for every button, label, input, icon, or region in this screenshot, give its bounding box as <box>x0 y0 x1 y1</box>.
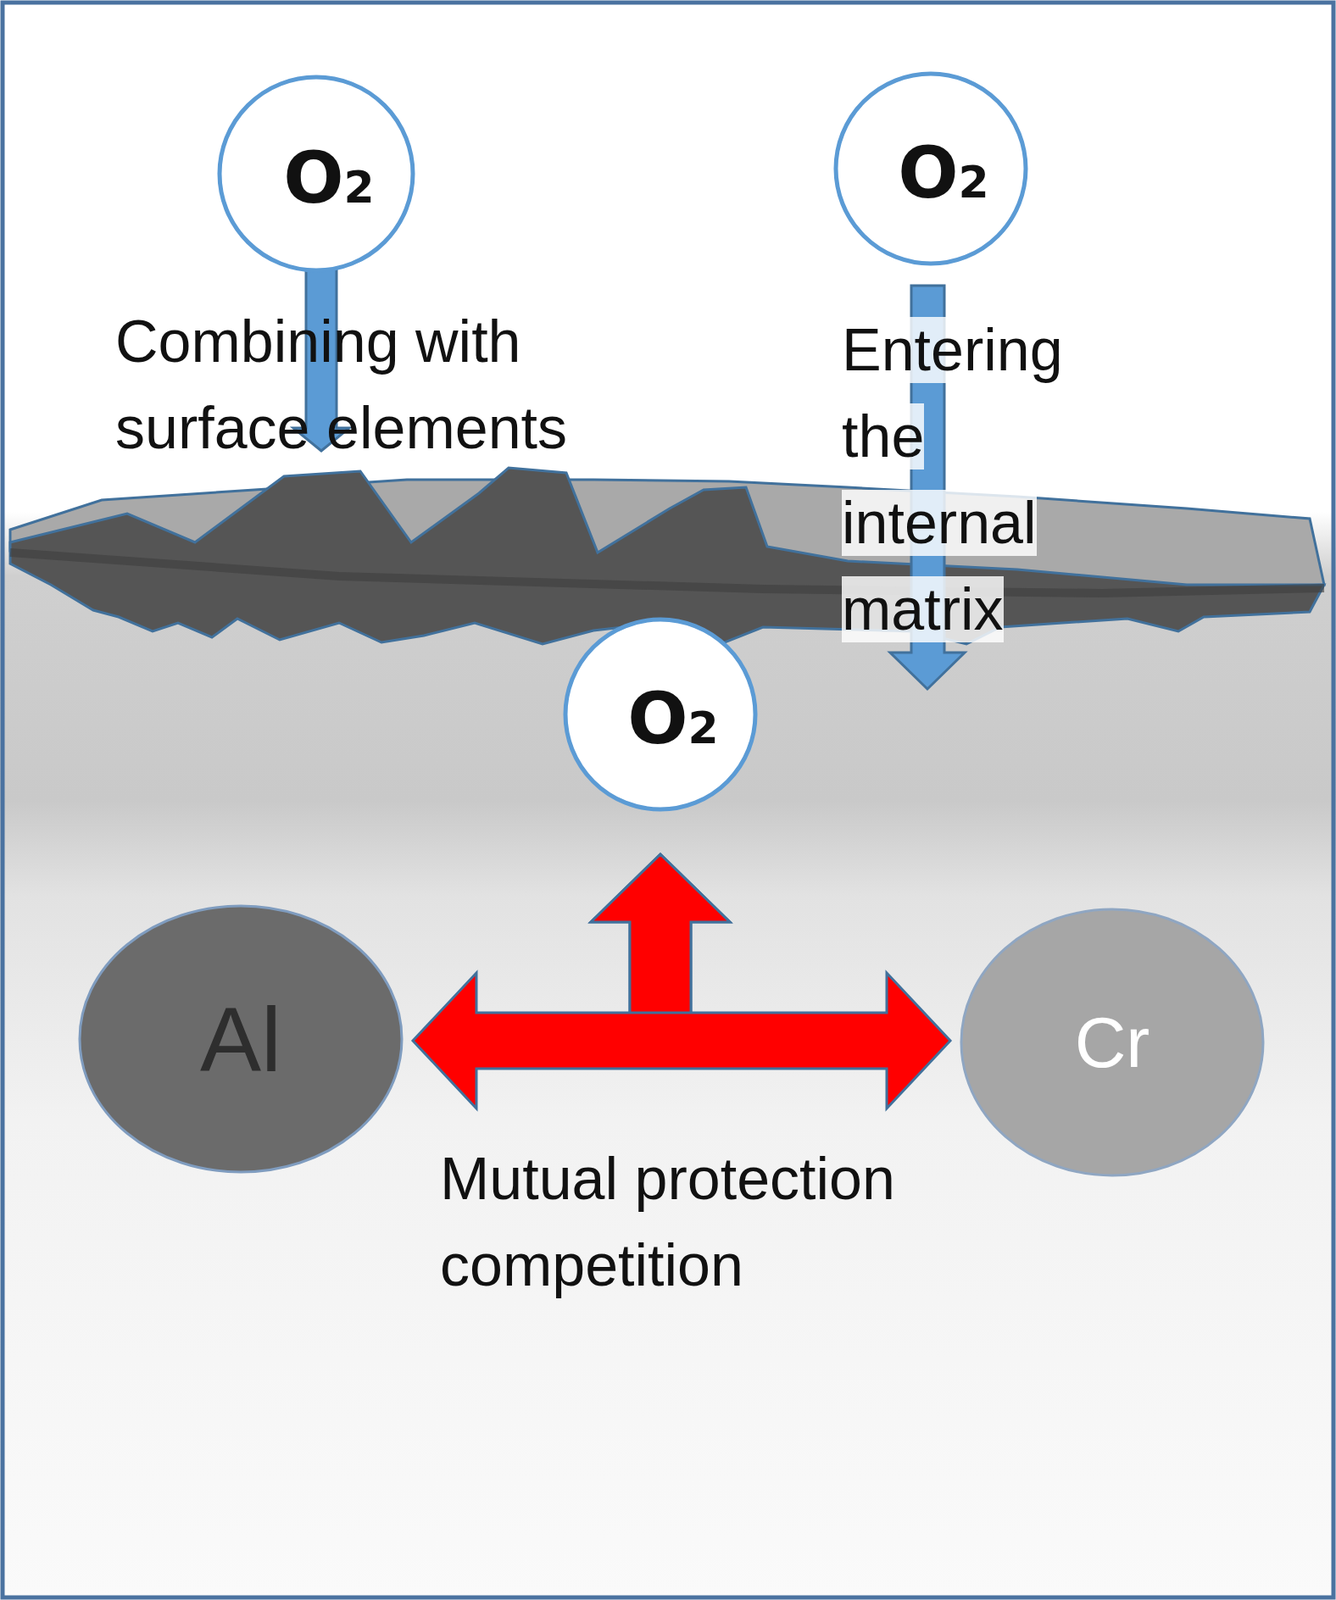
oxide-layer-band <box>10 552 1325 594</box>
oxygen-molecule: O2 <box>833 71 1029 267</box>
molecule-label: O2 <box>897 131 990 215</box>
competition-arrow <box>590 854 730 1036</box>
edge-label: Mutual protection competition <box>439 1135 1025 1309</box>
node-shape <box>565 619 756 810</box>
element-circle: Cr <box>958 907 1266 1179</box>
oxygen-molecule: O2 <box>562 617 758 813</box>
competition-arrow <box>412 973 951 1109</box>
element-circle: Al <box>77 903 405 1175</box>
element-label: Cr <box>1074 1002 1151 1085</box>
oxygen-molecule: O2 <box>217 74 416 273</box>
node-shape <box>835 73 1026 264</box>
element-label: Al <box>200 986 282 1093</box>
molecule-label: O2 <box>283 136 375 220</box>
annotation-label: Entering the internal matrix <box>841 306 1097 653</box>
edge-label-text: Mutual protection competition <box>439 1146 896 1299</box>
annotation-label: Combining with surface elements <box>115 298 675 472</box>
node-shape <box>219 77 413 271</box>
molecule-label: O2 <box>627 677 719 761</box>
annotation-text: Entering the internal matrix <box>841 317 1064 643</box>
competition-arrow <box>590 854 730 1036</box>
node-shape <box>961 909 1264 1176</box>
annotation-text: Combining with surface elements <box>115 308 568 462</box>
node-shape <box>79 906 402 1173</box>
